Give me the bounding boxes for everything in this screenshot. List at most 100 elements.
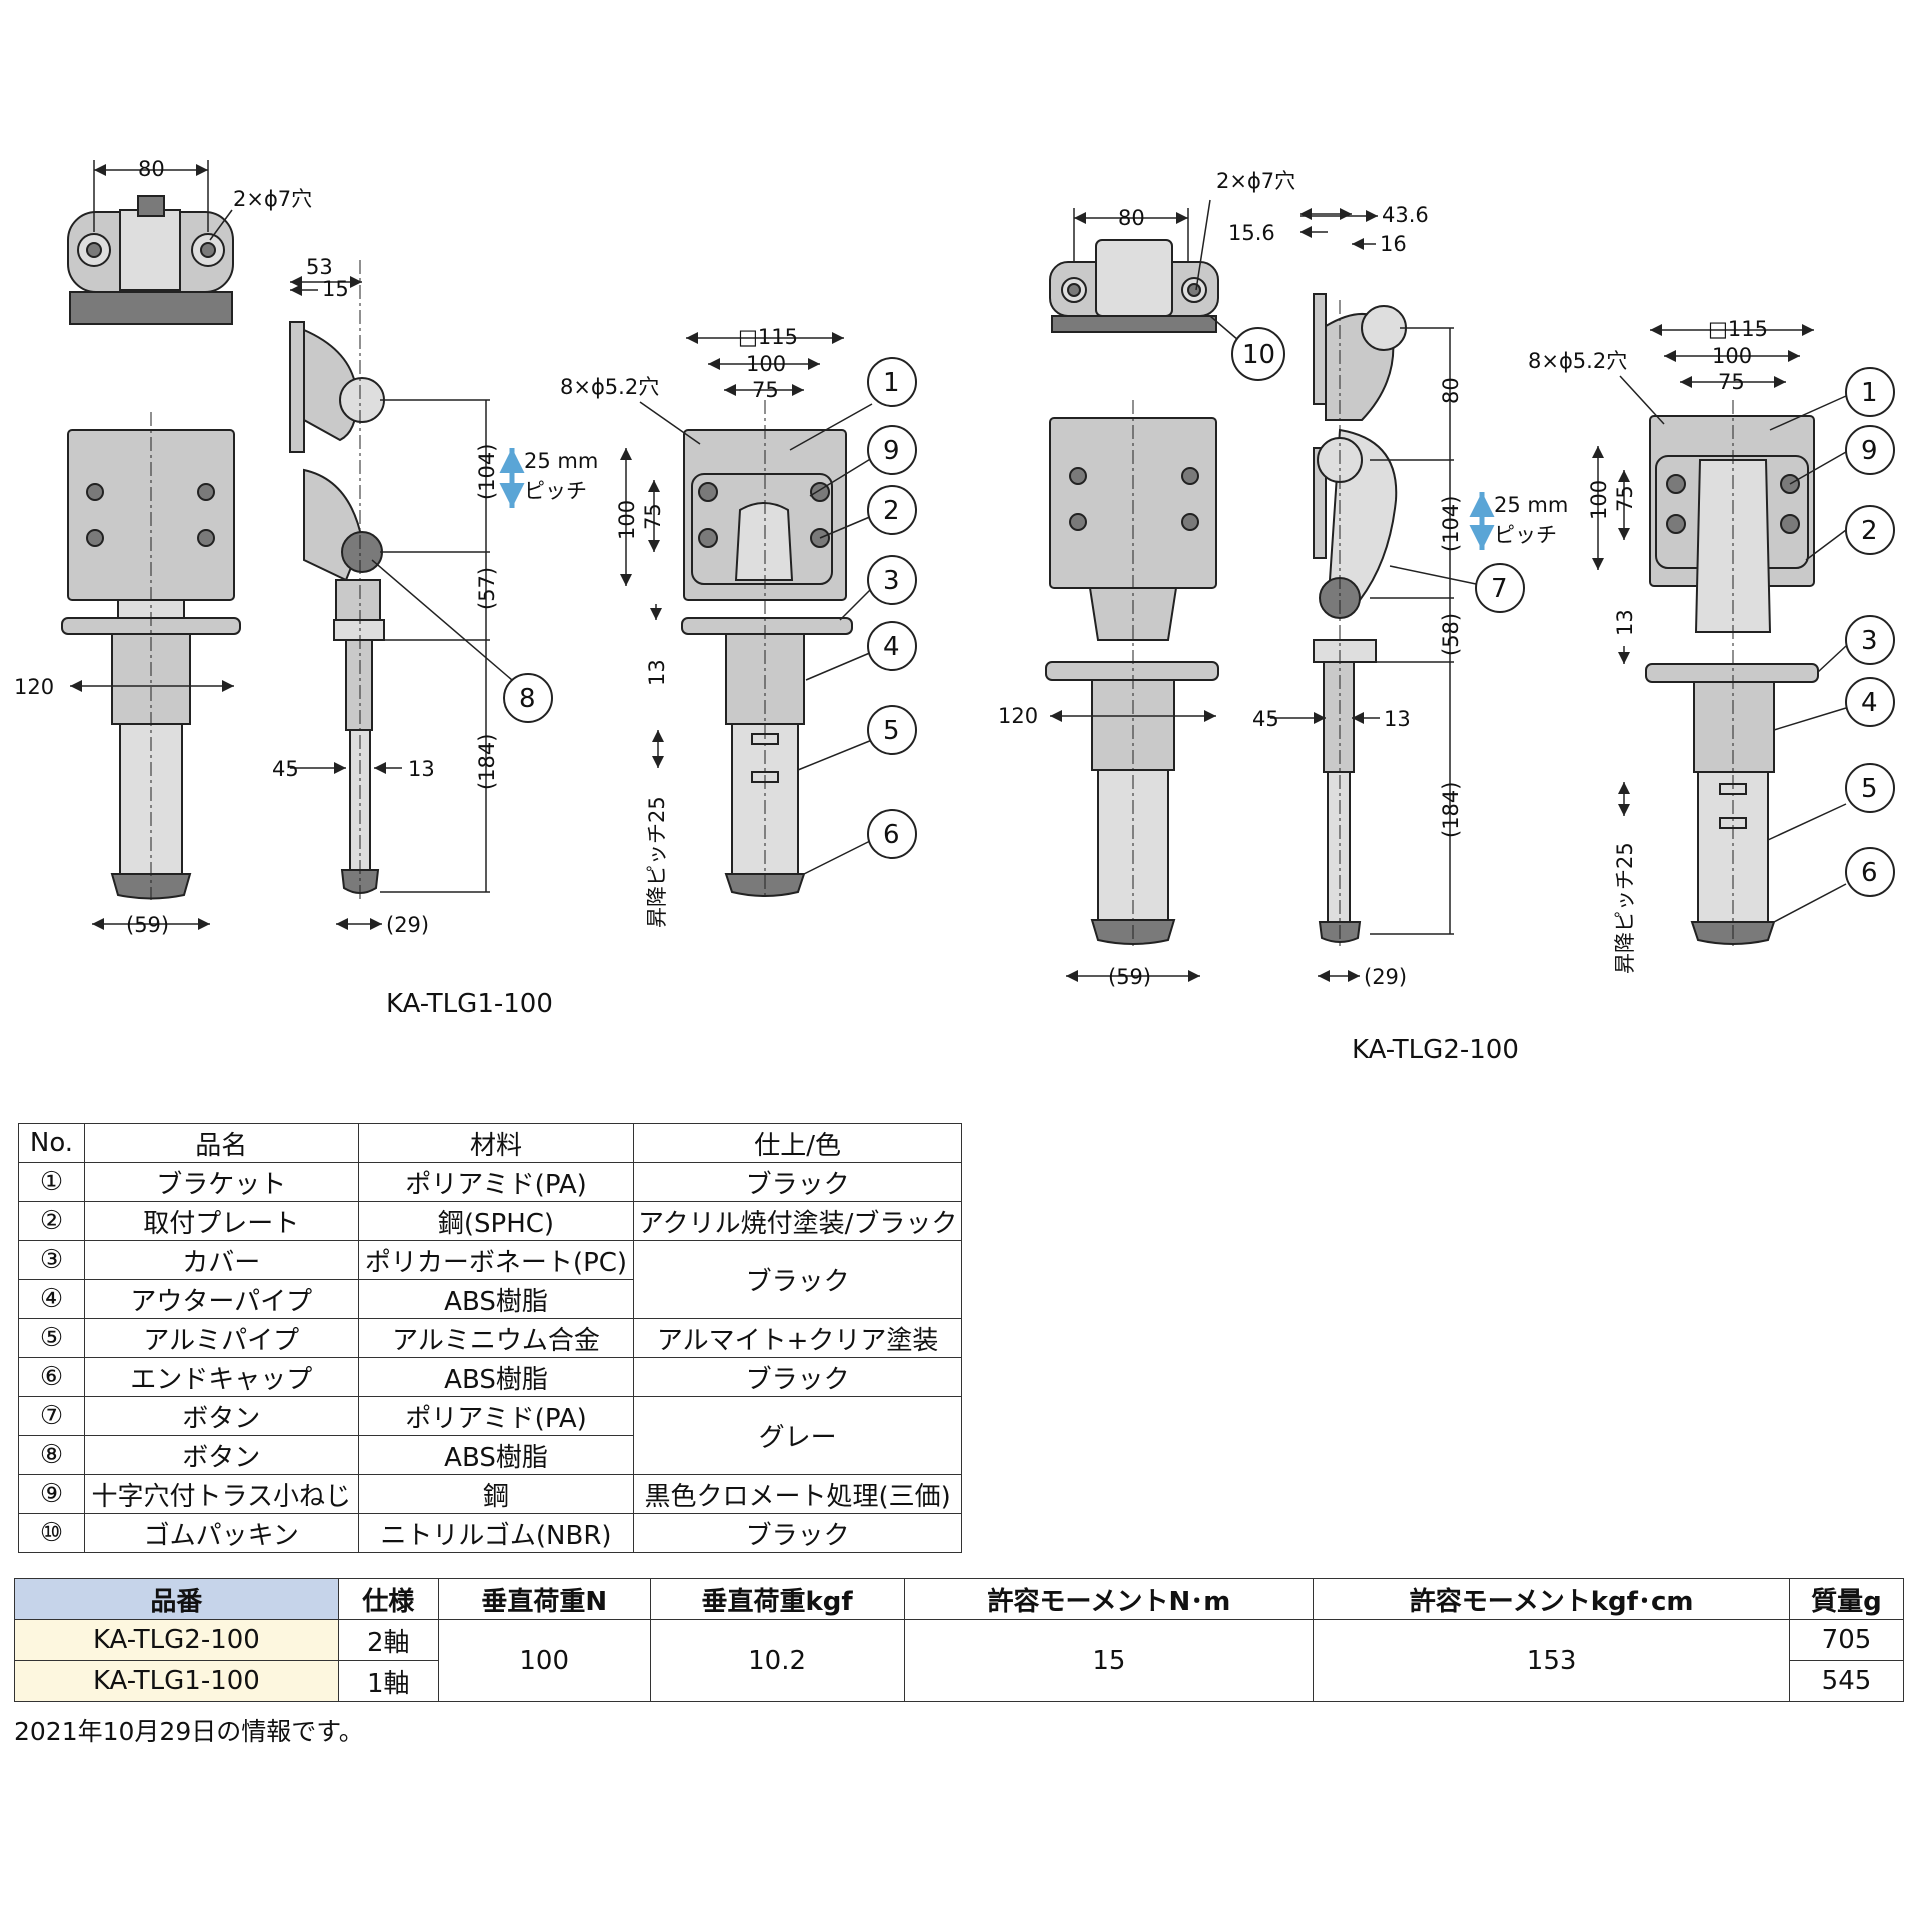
dim-59-tlg2: (59) bbox=[1108, 965, 1151, 989]
table-row: ⑥ エンドキャップ ABS樹脂 ブラック bbox=[18, 1357, 962, 1397]
dim-75-tlg2: 75 bbox=[1718, 370, 1745, 394]
col-finish: 仕上/色 bbox=[633, 1123, 962, 1163]
dim-hole2: 2×ϕ7穴 bbox=[233, 187, 312, 211]
dim-104-tlg2: (104) bbox=[1439, 496, 1463, 552]
dim-45: 45 bbox=[272, 757, 299, 781]
tlg1-top-view bbox=[67, 160, 234, 325]
callout-5-tlg2: 5 bbox=[1861, 774, 1878, 804]
dim-13-rear-tlg2: 13 bbox=[1613, 609, 1637, 636]
dim-lift-tlg2: 昇降ピッチ25 bbox=[1613, 842, 1637, 974]
dim-104: (104) bbox=[475, 444, 499, 500]
dim-hole8: 8×ϕ5.2穴 bbox=[560, 375, 659, 399]
table-row: ⑤ アルミパイプ アルミニウム合金 アルマイト+クリア塗装 bbox=[18, 1318, 962, 1358]
callout-2: 2 bbox=[883, 496, 900, 526]
dim-53: 53 bbox=[306, 255, 333, 279]
callout-7: 7 bbox=[1491, 574, 1508, 604]
part-number: KA-TLG2-100 bbox=[14, 1619, 339, 1661]
dim-16: 16 bbox=[1380, 232, 1407, 256]
callout-5: 5 bbox=[883, 716, 900, 746]
callout-2-tlg2: 2 bbox=[1861, 516, 1878, 546]
dim-sq115: □115 bbox=[738, 325, 798, 349]
dim-120-tlg2: 120 bbox=[998, 704, 1038, 728]
dim-13-rear: 13 bbox=[645, 659, 669, 686]
dim-29-tlg2: (29) bbox=[1364, 965, 1407, 989]
callout-1-tlg2: 1 bbox=[1861, 378, 1878, 408]
col-moment-kgfcm: 許容モーメントkgf･cm bbox=[1313, 1578, 1790, 1620]
col-spec: 仕様 bbox=[337, 1578, 439, 1620]
callout-9-tlg2: 9 bbox=[1861, 436, 1878, 466]
dim-58: (58) bbox=[1439, 613, 1463, 656]
dim-13-tlg2: 13 bbox=[1384, 707, 1411, 731]
callout-9: 9 bbox=[883, 436, 900, 466]
col-moment-nm: 許容モーメントN･m bbox=[903, 1578, 1315, 1620]
table-row: KA-TLG2-100 2軸 100 10.2 15 153 705 bbox=[14, 1619, 1905, 1702]
dim-hole2-tlg2: 2×ϕ7穴 bbox=[1216, 169, 1295, 193]
callout-6-tlg2: 6 bbox=[1861, 858, 1878, 888]
spec-table-header: 品番 仕様 垂直荷重N 垂直荷重kgf 許容モーメントN･m 許容モーメントkg… bbox=[14, 1578, 1905, 1620]
col-name: 品名 bbox=[83, 1123, 359, 1163]
dim-sq115-tlg2: □115 bbox=[1708, 317, 1768, 341]
dim-15: 15 bbox=[322, 277, 349, 301]
table-row: ⑨ 十字穴付トラス小ねじ 鋼 黒色クロメート処理(三価) bbox=[18, 1474, 962, 1514]
model-label-tlg2: KA-TLG2-100 bbox=[1352, 1035, 1519, 1065]
table-row: ③ カバー ポリカーボネート(PC) ブラック bbox=[18, 1240, 962, 1319]
tlg2-side-view bbox=[1313, 293, 1407, 948]
tlg2-front-view bbox=[1045, 400, 1219, 948]
parts-table-header: No. 品名 材料 仕上/色 bbox=[18, 1123, 962, 1163]
tlg2-top-view bbox=[1049, 199, 1239, 341]
dim-100-tlg2: 100 bbox=[1712, 344, 1752, 368]
dim-h75: 75 bbox=[641, 503, 665, 530]
dim-15-6: 15.6 bbox=[1228, 221, 1275, 245]
col-material: 材料 bbox=[357, 1123, 635, 1163]
dim-57: (57) bbox=[475, 567, 499, 610]
callout-4-tlg2: 4 bbox=[1861, 688, 1878, 718]
dim-100: 100 bbox=[746, 352, 786, 376]
table-row: ② 取付プレート 鋼(SPHC) アクリル焼付塗装/ブラック bbox=[18, 1201, 962, 1241]
dim-h100-tlg2: 100 bbox=[1587, 480, 1611, 520]
tlg1-side-view bbox=[289, 260, 385, 900]
pitch-mm-tlg2: 25 mm bbox=[1494, 493, 1568, 517]
technical-drawing: 80 2×ϕ7穴 120 (59) 53 15 (104) (57) (1 bbox=[14, 157, 1895, 1065]
dim-lift: 昇降ピッチ25 bbox=[645, 796, 669, 928]
tlg1-front-view bbox=[61, 412, 241, 900]
pitch-mm: 25 mm bbox=[524, 449, 598, 473]
tlg1-rear-view bbox=[681, 400, 853, 900]
col-no: No. bbox=[18, 1123, 85, 1163]
dim-80-side: 80 bbox=[1439, 377, 1463, 404]
dim-29: (29) bbox=[386, 913, 429, 937]
pitch-jp-tlg2: ピッチ bbox=[1494, 523, 1557, 547]
dim-13: 13 bbox=[408, 757, 435, 781]
dim-43-6: 43.6 bbox=[1382, 203, 1429, 227]
dim-hole8-tlg2: 8×ϕ5.2穴 bbox=[1528, 349, 1627, 373]
model-label-tlg1: KA-TLG1-100 bbox=[386, 989, 553, 1019]
table-row: KA-TLG1-100 1軸 545 bbox=[14, 1660, 1905, 1702]
callout-1: 1 bbox=[883, 368, 900, 398]
callout-10: 10 bbox=[1242, 340, 1275, 370]
dim-120: 120 bbox=[14, 675, 54, 699]
dim-80-tlg2: 80 bbox=[1118, 206, 1145, 230]
dim-h75-tlg2: 75 bbox=[1613, 485, 1637, 512]
dim-59: (59) bbox=[126, 913, 169, 937]
spec-table: 品番 仕様 垂直荷重N 垂直荷重kgf 許容モーメントN･m 許容モーメントkg… bbox=[14, 1578, 1905, 1702]
col-load-kgf: 垂直荷重kgf bbox=[649, 1578, 905, 1620]
dim-h100: 100 bbox=[615, 500, 639, 540]
dim-184: (184) bbox=[475, 734, 499, 790]
dim-75: 75 bbox=[752, 378, 779, 402]
col-part-number: 品番 bbox=[14, 1578, 339, 1620]
table-row: ④ アウターパイプ ABS樹脂 bbox=[18, 1279, 962, 1319]
callout-6: 6 bbox=[883, 820, 900, 850]
callout-8: 8 bbox=[519, 684, 536, 714]
parts-table: No. 品名 材料 仕上/色 ① ブラケット ポリアミド(PA) ブラック ② … bbox=[18, 1123, 962, 1553]
col-load-n: 垂直荷重N bbox=[437, 1578, 651, 1620]
table-row: ⑦ ボタン ポリアミド(PA) グレー bbox=[18, 1396, 962, 1475]
dim-45-tlg2: 45 bbox=[1252, 707, 1279, 731]
tlg2-rear-view bbox=[1645, 400, 1819, 948]
table-row: ① ブラケット ポリアミド(PA) ブラック bbox=[18, 1162, 962, 1202]
info-note: 2021年10月29日の情報です。 bbox=[14, 1717, 364, 1746]
callout-3-tlg2: 3 bbox=[1861, 626, 1878, 656]
dim-80: 80 bbox=[138, 157, 165, 181]
col-mass: 質量g bbox=[1788, 1578, 1905, 1620]
dim-184-tlg2: (184) bbox=[1439, 782, 1463, 838]
table-row: ⑧ ボタン ABS樹脂 bbox=[18, 1435, 962, 1475]
callout-4: 4 bbox=[883, 632, 900, 662]
